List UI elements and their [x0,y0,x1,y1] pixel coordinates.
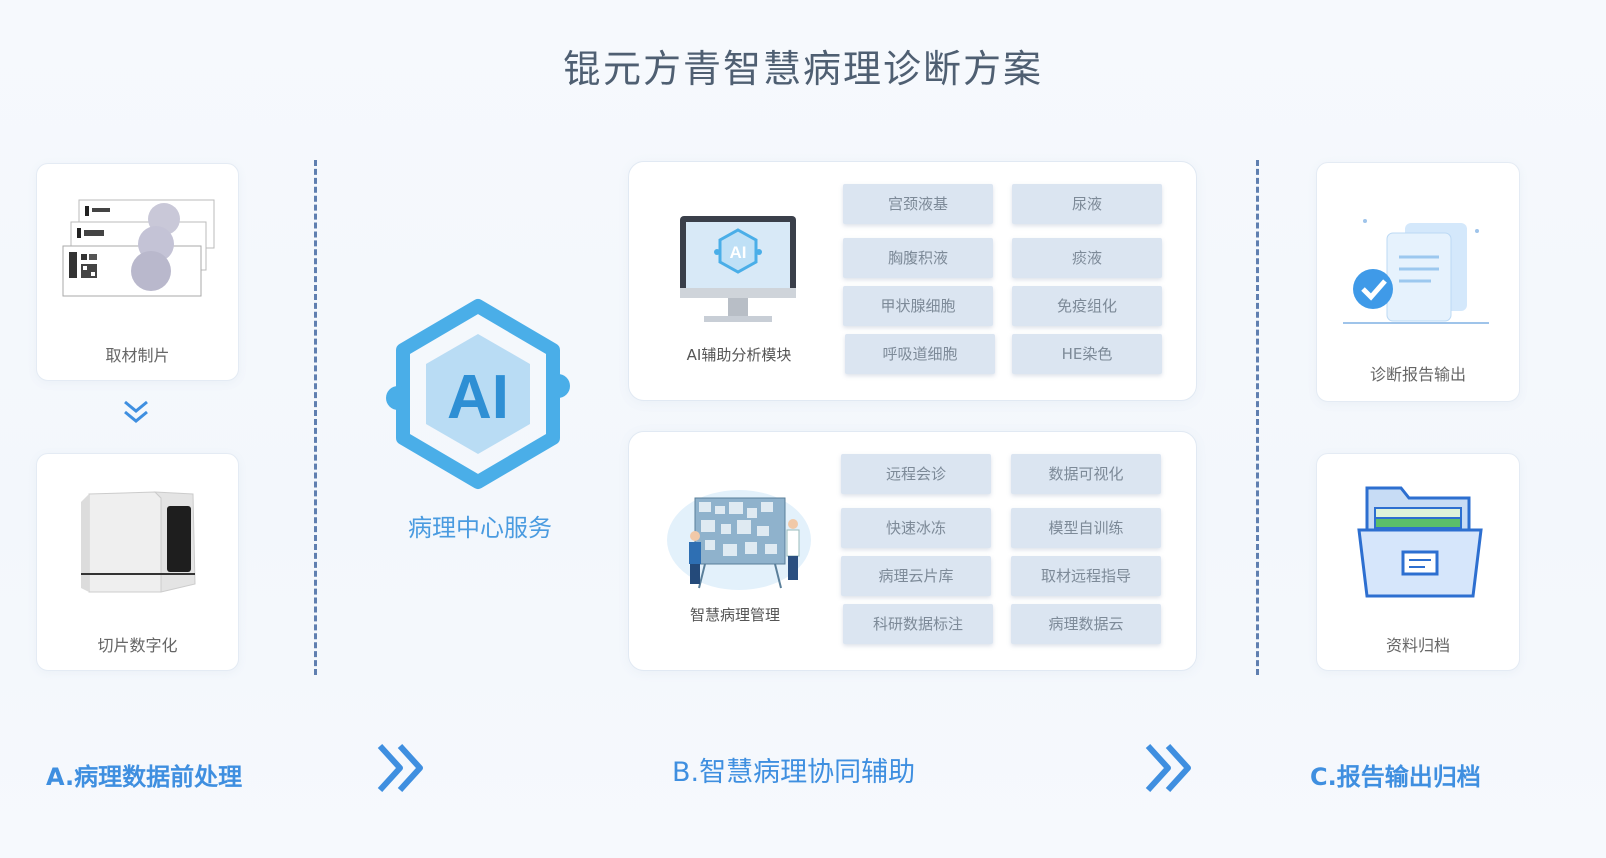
module-ai-analysis-label: AI辅助分析模块 [686,346,792,364]
card-report-label: 诊断报告输出 [1369,365,1466,384]
tag-effusion[interactable]: 胸腹积液 [843,238,993,278]
tag-frozen-section[interactable]: 快速冰冻 [841,508,991,548]
card-digitization: 切片数字化 [36,453,239,671]
stage-a-label: A.病理数据前处理 [46,763,243,791]
monitor-icon: AI [680,216,796,322]
divider-right [1256,160,1259,675]
stage-c-label: C.报告输出归档 [1310,763,1481,791]
tag-research-annotation[interactable]: 科研数据标注 [843,604,993,644]
monitor-ai-text: AI [730,243,747,262]
module-ai-analysis: AI AI辅助分析模块 宫颈液基 尿液 胸腹积液 痰液 甲状腺细胞 免疫组化 呼… [628,161,1197,401]
tag-remote-guidance[interactable]: 取材远程指导 [1011,556,1161,596]
module-management: 智慧病理管理 远程会诊 数据可视化 快速冰冻 模型自训练 病理云片库 取材远程指… [628,431,1197,671]
tag-thyroid[interactable]: 甲状腺细胞 [843,286,993,326]
tag-he-stain[interactable]: HE染色 [1012,334,1162,374]
tag-respiratory[interactable]: 呼吸道细胞 [845,334,995,374]
tag-data-cloud[interactable]: 病理数据云 [1011,604,1161,644]
tag-remote-consult[interactable]: 远程会诊 [841,454,991,494]
report-check-icon [1343,219,1489,324]
module-management-label: 智慧病理管理 [689,606,780,624]
ai-service-label: 病理中心服务 [408,514,552,542]
divider-left [314,160,317,675]
scanner-icon [81,491,196,593]
tag-data-visualization[interactable]: 数据可视化 [1011,454,1161,494]
card-digitization-label: 切片数字化 [97,636,178,655]
folder-archive-icon [1357,486,1483,598]
chevron-down-icon [124,400,148,423]
team-board-icon [667,490,811,590]
tag-ihc[interactable]: 免疫组化 [1012,286,1162,326]
card-archive-label: 资料归档 [1385,636,1450,655]
tag-sputum[interactable]: 痰液 [1012,238,1162,278]
slides-icon [62,199,215,297]
tag-cervical[interactable]: 宫颈液基 [843,184,993,224]
double-chevron-right-icon-2 [1145,743,1191,793]
page-title: 锟元方青智慧病理诊断方案 [562,47,1043,91]
card-archive: 资料归档 [1316,453,1520,671]
ai-text: AI [447,363,509,432]
tag-urine[interactable]: 尿液 [1012,184,1162,224]
card-sampling: 取材制片 [36,163,239,381]
ai-hexagon-icon: AI [386,299,570,489]
tag-model-training[interactable]: 模型自训练 [1011,508,1161,548]
card-report: 诊断报告输出 [1316,162,1520,402]
tag-slide-cloud[interactable]: 病理云片库 [841,556,991,596]
card-sampling-label: 取材制片 [105,346,170,365]
stage-b-label: B.智慧病理协同辅助 [672,757,916,788]
double-chevron-right-icon [377,743,423,793]
